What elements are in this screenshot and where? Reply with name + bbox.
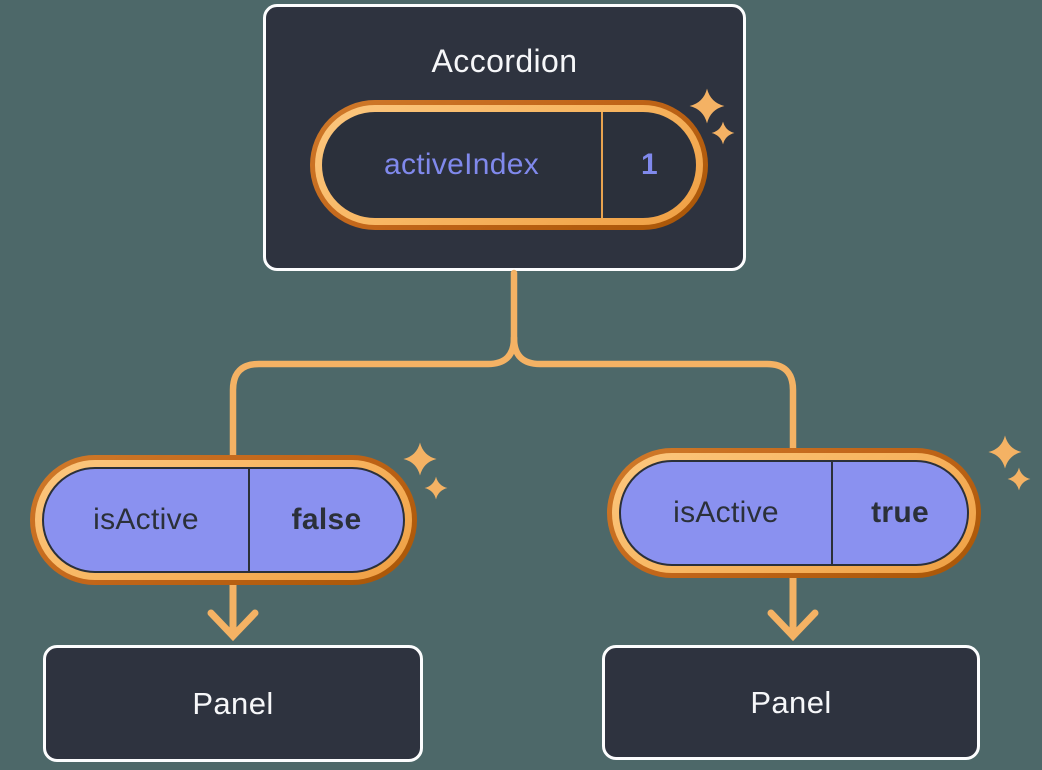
panel-node-left: Panel	[43, 645, 423, 762]
arrow-down-right-head-icon	[767, 609, 819, 642]
prop-pill-ring: isActive false	[35, 460, 412, 580]
prop-pill-label: isActive	[673, 496, 779, 529]
pill-divider	[248, 469, 250, 571]
prop-pill-isactive-left: isActive false	[30, 455, 417, 585]
state-pill-value: 1	[641, 148, 658, 181]
prop-pill-label: isActive	[93, 503, 199, 536]
prop-pill-value: true	[871, 496, 929, 529]
pill-divider	[601, 112, 603, 218]
pill-divider	[831, 462, 833, 564]
connector-root-to-right-child	[510, 334, 797, 456]
sparkle-icon	[424, 476, 448, 500]
state-pill-activeindex: activeIndex 1	[310, 100, 708, 230]
sparkle-icon	[711, 121, 735, 145]
sparkle-icon	[689, 88, 725, 124]
prop-pill-ring: isActive true	[612, 453, 976, 573]
panel-node-right: Panel	[602, 645, 980, 760]
state-pill-ring: activeIndex 1	[315, 105, 703, 225]
panel-node-title: Panel	[750, 684, 832, 720]
state-pill-label: activeIndex	[383, 148, 540, 181]
sparkle-icon	[1007, 467, 1031, 491]
sparkle-icon	[988, 435, 1022, 469]
prop-pill-value: false	[291, 503, 362, 536]
panel-node-title: Panel	[192, 685, 274, 721]
accordion-node-title: Accordion	[431, 43, 578, 79]
sparkle-icon	[403, 442, 437, 476]
arrow-down-left-head-icon	[207, 609, 259, 642]
connector-root-to-left-child	[229, 269, 518, 462]
prop-pill-isactive-right: isActive true	[607, 448, 981, 578]
